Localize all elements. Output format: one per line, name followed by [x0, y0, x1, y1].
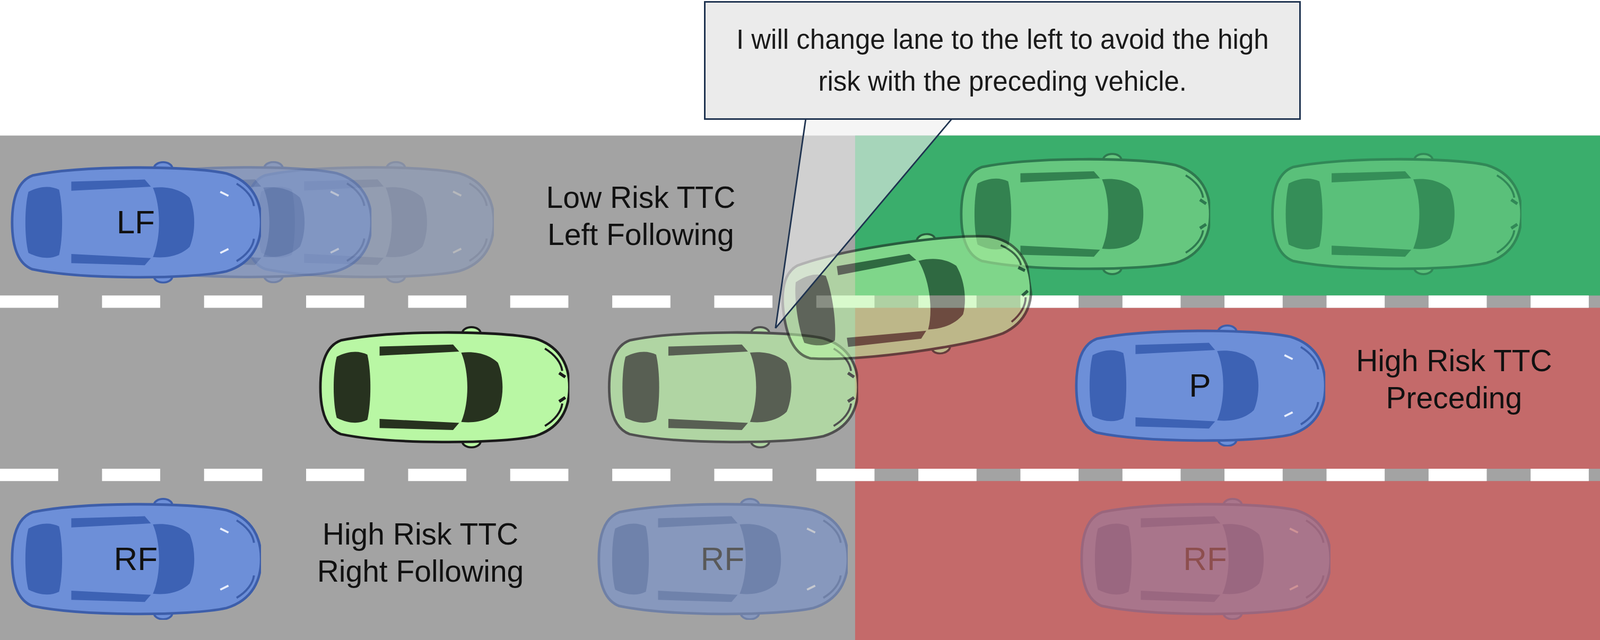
- vehicle-body: [1081, 499, 1331, 620]
- speech-callout: I will change lane to the left to avoid …: [703, 1, 1301, 120]
- callout-pointer-edge: [775, 116, 955, 329]
- vehicle: LF: [10, 161, 262, 284]
- lane-divider: [0, 468, 1600, 482]
- ghost-ego-car: [1272, 153, 1522, 275]
- ego-car: [320, 327, 570, 448]
- risk-label: High Risk TTC Right Following: [303, 516, 537, 590]
- vehicle-label: RF: [113, 542, 158, 576]
- high-risk-zone: [855, 481, 1600, 640]
- vehicle-label: RF: [700, 542, 745, 576]
- vehicle: RF: [596, 498, 848, 621]
- risk-label: Low Risk TTC Left Following: [524, 179, 758, 254]
- vehicle-body: [12, 162, 262, 283]
- vehicle-body: [1076, 325, 1326, 447]
- vehicle: RF: [10, 498, 262, 621]
- vehicle-label: RF: [1183, 542, 1228, 576]
- vehicle-label: P: [1188, 369, 1211, 403]
- vehicle-body: [12, 499, 262, 620]
- vehicle-label: LF: [116, 205, 155, 239]
- risk-label: High Risk TTC Preceding: [1337, 342, 1571, 417]
- vehicle-body: [598, 499, 848, 620]
- callout-pointer: [775, 115, 955, 329]
- callout-text: I will change lane to the left to avoid …: [723, 18, 1282, 103]
- vehicle: RF: [1079, 498, 1331, 621]
- vehicle: P: [1074, 324, 1326, 448]
